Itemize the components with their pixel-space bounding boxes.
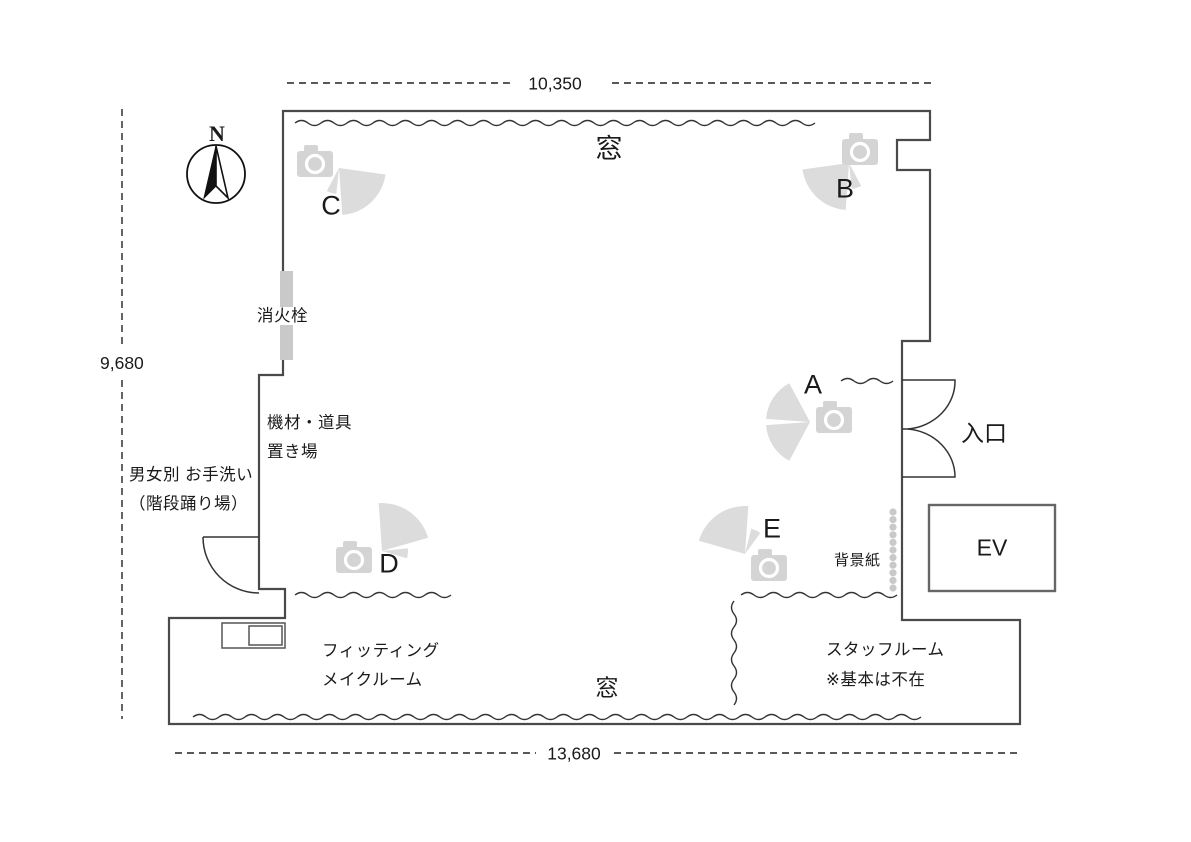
equipment-label-line2: 置き場 bbox=[267, 443, 318, 461]
restroom-label-line2: （階段踊り場） bbox=[129, 495, 248, 513]
camera-icons bbox=[297, 133, 878, 581]
camera-label-a: A bbox=[803, 369, 823, 400]
dimension-bottom: 13,680 bbox=[543, 744, 605, 764]
backdrop-paper-dots bbox=[889, 508, 897, 592]
camera-label-e: E bbox=[762, 513, 782, 544]
entrance-label: 入口 bbox=[961, 420, 1007, 446]
staff-room-label-line2: ※基本は不在 bbox=[826, 671, 926, 689]
camera-direction-fans bbox=[326, 163, 862, 559]
window-label-top: 窓 bbox=[595, 134, 623, 165]
staff-room-label-line1: スタッフルーム bbox=[826, 641, 945, 659]
dimension-left: 9,680 bbox=[96, 353, 148, 374]
window-label-bottom: 窓 bbox=[595, 674, 619, 701]
window-wavy-lines bbox=[192, 119, 922, 721]
fitting-label-line2: メイクルーム bbox=[322, 671, 423, 689]
elevator-label: EV bbox=[976, 534, 1008, 561]
fire-hydrant-label: 消火栓 bbox=[255, 307, 310, 326]
north-label: N bbox=[209, 120, 225, 146]
dimension-top: 10,350 bbox=[524, 74, 586, 94]
background-paper-label: 背景紙 bbox=[834, 552, 881, 569]
dimension-lines bbox=[121, 82, 1020, 754]
camera-label-d: D bbox=[379, 548, 399, 579]
fixtures bbox=[221, 503, 1057, 649]
restroom-label-line1: 男女別 お手洗い bbox=[129, 466, 254, 484]
door-swings bbox=[202, 379, 956, 594]
building-walls bbox=[167, 109, 1022, 726]
north-compass-icon bbox=[186, 144, 246, 204]
camera-label-b: B bbox=[835, 173, 855, 204]
equipment-label-line1: 機材・道具 bbox=[267, 414, 352, 432]
fitting-label-line1: フィッティング bbox=[322, 642, 440, 660]
camera-label-c: C bbox=[321, 190, 341, 221]
